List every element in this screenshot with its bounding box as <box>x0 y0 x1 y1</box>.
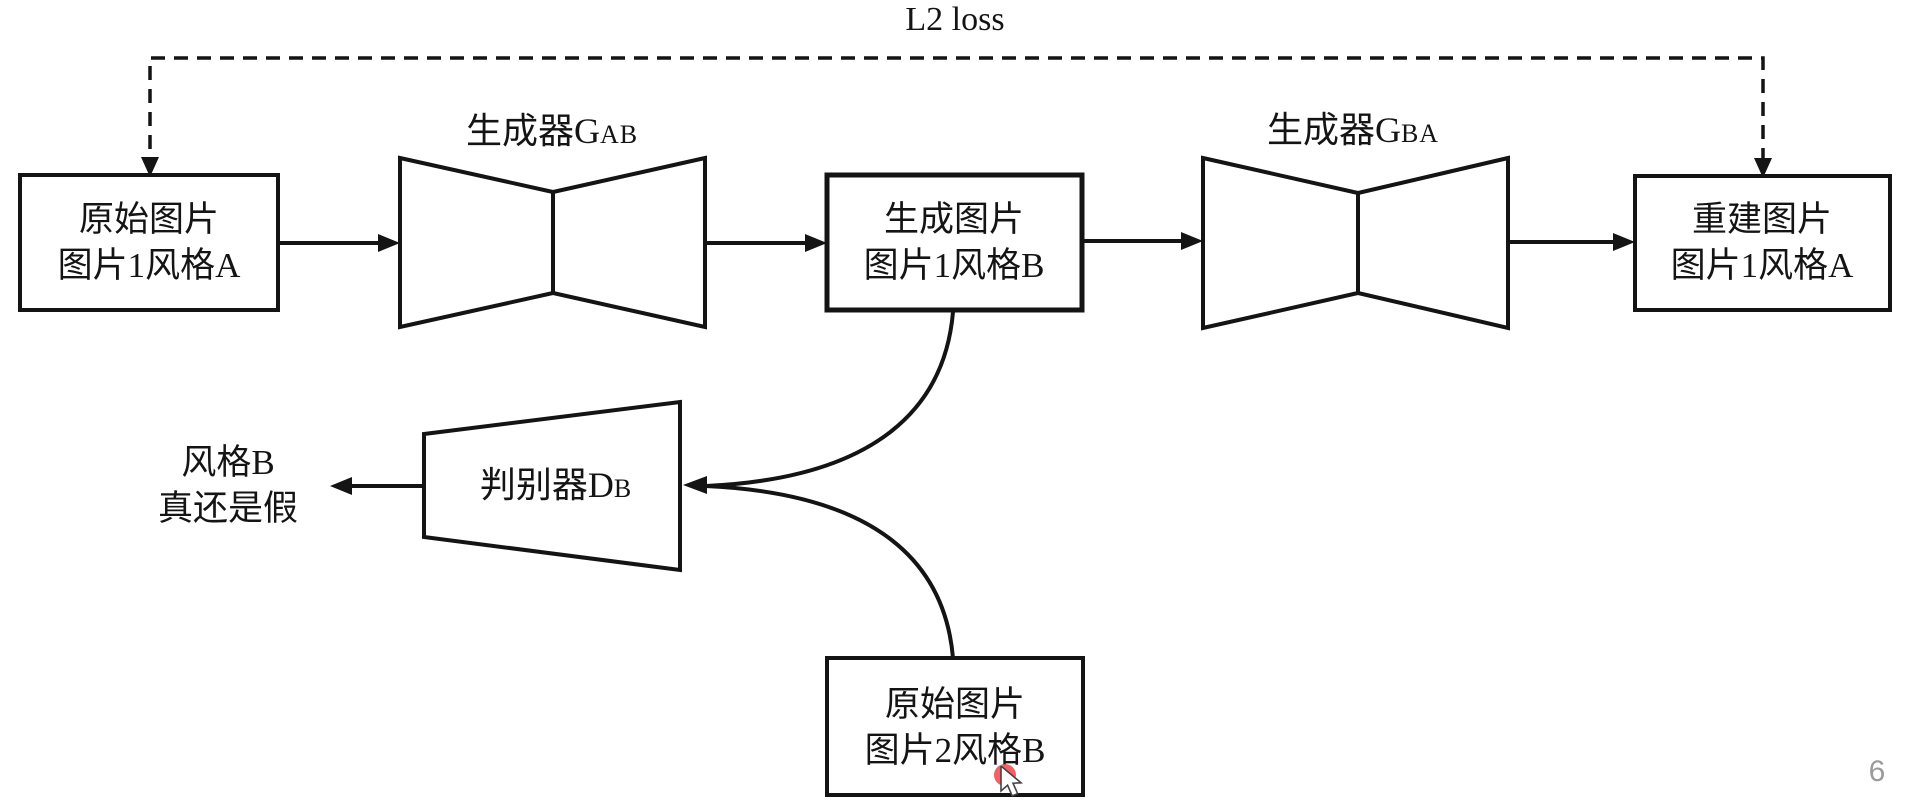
arrowhead-icon <box>330 477 352 495</box>
arrowhead-icon <box>1613 233 1635 251</box>
l2-arrowhead-right-icon <box>1754 158 1772 178</box>
l2-arrowhead-left-icon <box>141 157 159 177</box>
curve-generatedB-to-discriminator <box>705 311 955 488</box>
box-reconstructed-image-a <box>1633 174 1892 312</box>
arrowhead-icon <box>378 234 400 252</box>
arrowhead-icon <box>1181 232 1203 250</box>
box-original-image-a-label: 原始图片 图片1风格A <box>57 200 241 285</box>
box-original-image-b2 <box>825 656 1085 797</box>
page-number: 6 <box>1868 755 1886 788</box>
discriminator-db-label: 判别器DB <box>479 465 633 505</box>
discriminator-db-trapezoid <box>422 399 682 573</box>
box-reconstructed-image-a-label: 重建图片 图片1风格A <box>1670 200 1854 285</box>
box-generated-image-b-label: 生成图片 图片1风格B <box>863 200 1045 285</box>
generator-gab-left-trapezoid <box>398 155 555 330</box>
real-or-fake-label: 风格B 真还是假 <box>157 443 299 528</box>
generator-gab-label: 生成器GAB <box>465 111 639 151</box>
curve-originalB2-to-discriminator <box>705 484 955 659</box>
box-original-image-b2-label: 原始图片 图片2风格B <box>864 685 1046 770</box>
l2-loss-dashed-connector <box>148 56 1765 172</box>
mouse-pointer-icon <box>1000 766 1024 798</box>
gab-subscript: AB <box>599 120 639 149</box>
generator-gab-right-trapezoid <box>551 155 707 330</box>
arrowhead-icon <box>805 234 827 252</box>
db-subscript: B <box>613 474 633 503</box>
gba-subscript: BA <box>1400 119 1440 148</box>
l2-loss-label: L2 loss <box>905 1 1005 38</box>
arrowhead-icon <box>683 476 707 494</box>
generator-gba-left-trapezoid <box>1201 155 1360 331</box>
generator-gba-label: 生成器GBA <box>1266 110 1440 150</box>
generator-gba-right-trapezoid <box>1356 155 1510 331</box>
